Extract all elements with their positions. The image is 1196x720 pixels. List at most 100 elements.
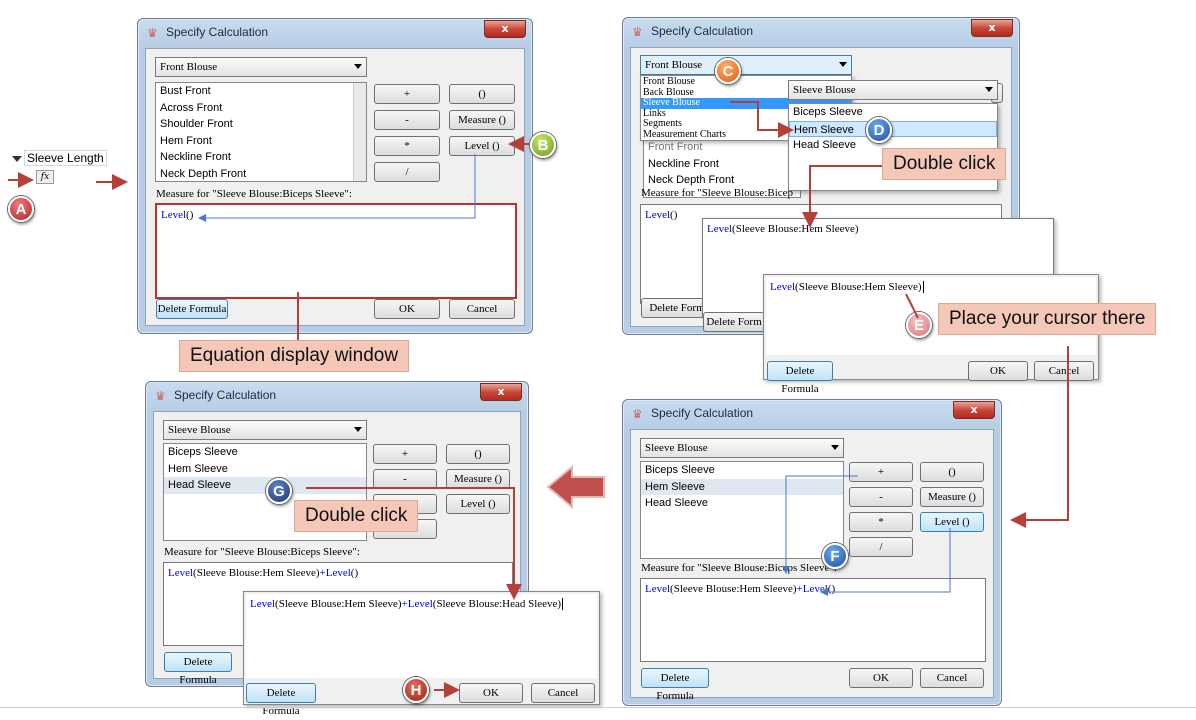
category-dropdown[interactable]: Sleeve Blouse <box>640 438 844 458</box>
list-item[interactable]: Across Front <box>160 101 223 114</box>
dialog-3: ♛ Specify Calculation x Sleeve Blouse Bi… <box>622 399 1002 706</box>
multiply-button[interactable]: * <box>374 136 440 156</box>
delete-formula-button[interactable]: Delete Formula <box>767 361 833 395</box>
paren-button[interactable]: () <box>446 444 510 464</box>
close-button[interactable]: x <box>484 20 526 38</box>
list-item[interactable]: Biceps Sleeve <box>168 446 238 458</box>
bottom-rule <box>0 707 1196 708</box>
ok-button[interactable]: OK <box>374 299 440 319</box>
measure-for-label: Measure for "Sleeve Blouse:Biceps Sleeve… <box>164 546 360 558</box>
title-bar[interactable]: ♛ Specify Calculation x <box>146 382 528 410</box>
sleeve-length-label[interactable]: Sleeve Length <box>24 150 107 166</box>
callout-cursor: Place your cursor there <box>938 303 1157 335</box>
dialog-title: Specify Calculation <box>651 406 754 420</box>
cancel-button[interactable]: Cancel <box>531 683 595 703</box>
category-dropdown[interactable]: Sleeve Blouse <box>163 420 367 440</box>
list-item[interactable]: Biceps Sleeve <box>645 464 715 476</box>
list-item[interactable]: Bust Front <box>160 85 211 97</box>
delete-formula-button[interactable]: Delete Formula <box>246 683 316 717</box>
multiply-button[interactable]: * <box>849 512 913 532</box>
cancel-button[interactable]: Cancel <box>1034 361 1094 381</box>
formula-editor[interactable]: Level(Sleeve Blouse:Hem Sleeve) <box>766 277 1096 355</box>
second-dropdown[interactable]: Sleeve Blouse <box>788 80 998 100</box>
list-item[interactable]: Hem Sleeve <box>168 462 228 475</box>
ok-button[interactable]: OK <box>849 668 913 688</box>
badge-d: D <box>866 117 892 143</box>
option-measurement-charts[interactable]: Measurement Charts <box>643 128 727 140</box>
cancel-button[interactable]: Cancel <box>449 299 515 319</box>
fx-icon[interactable]: fx <box>36 170 54 184</box>
cancel-button[interactable]: Cancel <box>920 668 984 688</box>
list-item[interactable]: Hem Sleeve <box>641 478 843 495</box>
app-icon: ♛ <box>632 407 643 421</box>
divide-button[interactable]: / <box>374 162 440 182</box>
minus-button[interactable]: - <box>374 110 440 130</box>
divide-button[interactable]: / <box>849 537 913 557</box>
list-item-hem[interactable]: Hem Sleeve <box>789 120 997 137</box>
list-item[interactable]: Neck Depth Front <box>160 167 247 180</box>
delete-formula-button-popup[interactable]: Delete Form <box>703 312 765 332</box>
formula-editor[interactable]: Level(Sleeve Blouse:Hem Sleeve)+Level() <box>640 578 986 662</box>
expand-triangle-icon[interactable] <box>12 156 22 162</box>
measure-list[interactable]: Front Front Neckline Front Neck Depth Fr… <box>643 138 801 198</box>
minus-button[interactable]: - <box>849 487 913 507</box>
level-button[interactable]: Level () <box>449 136 515 156</box>
list-item[interactable]: Shoulder Front <box>160 118 233 130</box>
list-item[interactable]: Head Sleeve <box>645 497 708 509</box>
level-button[interactable]: Level () <box>446 494 510 514</box>
list-item[interactable]: Hem Front <box>160 134 212 147</box>
minus-button[interactable]: - <box>373 469 437 489</box>
measure-button[interactable]: Measure () <box>449 110 515 130</box>
list-item[interactable]: Neck Depth Front <box>648 174 735 186</box>
badge-h: H <box>403 677 429 703</box>
paren-button[interactable]: () <box>920 462 984 482</box>
measure-button[interactable]: Measure () <box>920 487 984 507</box>
list-item[interactable]: Neckline Front <box>648 157 719 170</box>
option-front-blouse[interactable]: Front Blouse <box>643 76 695 87</box>
close-button[interactable]: x <box>971 19 1013 37</box>
close-button[interactable]: x <box>480 383 522 401</box>
delete-formula-button[interactable]: Delete Formula <box>156 299 228 319</box>
plus-button[interactable]: + <box>849 462 913 482</box>
category-dropdown[interactable]: Front Blouse <box>155 57 367 77</box>
list-item-biceps[interactable]: Biceps Sleeve <box>793 106 863 118</box>
dropdown-arrow-icon <box>831 445 839 450</box>
text-cursor <box>922 281 924 293</box>
dropdown-arrow-icon <box>354 427 362 432</box>
title-bar[interactable]: ♛ Specify Calculation x <box>623 18 1019 46</box>
ok-button[interactable]: OK <box>459 683 523 703</box>
option-links[interactable]: Links <box>643 107 666 119</box>
title-bar[interactable]: ♛ Specify Calculation x <box>623 400 1001 428</box>
option-segments[interactable]: Segments <box>643 118 682 129</box>
formula-editor[interactable]: Level() <box>155 203 517 299</box>
callout-double-click-1: Double click <box>882 148 1007 180</box>
level-button[interactable]: Level () <box>920 512 984 532</box>
category-dropdown[interactable]: Front Blouse <box>640 55 852 75</box>
ok-button[interactable]: OK <box>968 361 1028 381</box>
plus-button[interactable]: + <box>373 444 437 464</box>
list-item-head[interactable]: Head Sleeve <box>793 139 856 151</box>
delete-formula-button[interactable]: Delete Formula <box>164 652 232 686</box>
measure-button[interactable]: Measure () <box>446 469 510 489</box>
dialog-title: Specify Calculation <box>166 25 269 39</box>
app-icon: ♛ <box>632 25 643 39</box>
list-item[interactable]: Neckline Front <box>160 151 231 163</box>
title-bar[interactable]: ♛ Specify Calculation x <box>138 19 532 47</box>
badge-g: G <box>266 478 292 504</box>
delete-formula-button[interactable]: Delete Formula <box>641 668 709 702</box>
delete-formula-button[interactable]: Delete Form <box>641 298 713 318</box>
paren-button[interactable]: () <box>449 84 515 104</box>
list-item[interactable]: Front Front <box>648 141 703 153</box>
list-item[interactable]: Head Sleeve <box>164 477 366 494</box>
big-left-arrow-icon <box>546 464 608 510</box>
list-scrollbar[interactable] <box>353 83 366 181</box>
plus-button[interactable]: + <box>374 84 440 104</box>
app-icon: ♛ <box>147 26 158 40</box>
option-back-blouse[interactable]: Back Blouse <box>643 86 694 98</box>
close-button[interactable]: x <box>953 401 995 419</box>
formula-editor[interactable]: Level(Sleeve Blouse:Hem Sleeve)+Level(Sl… <box>246 594 597 678</box>
